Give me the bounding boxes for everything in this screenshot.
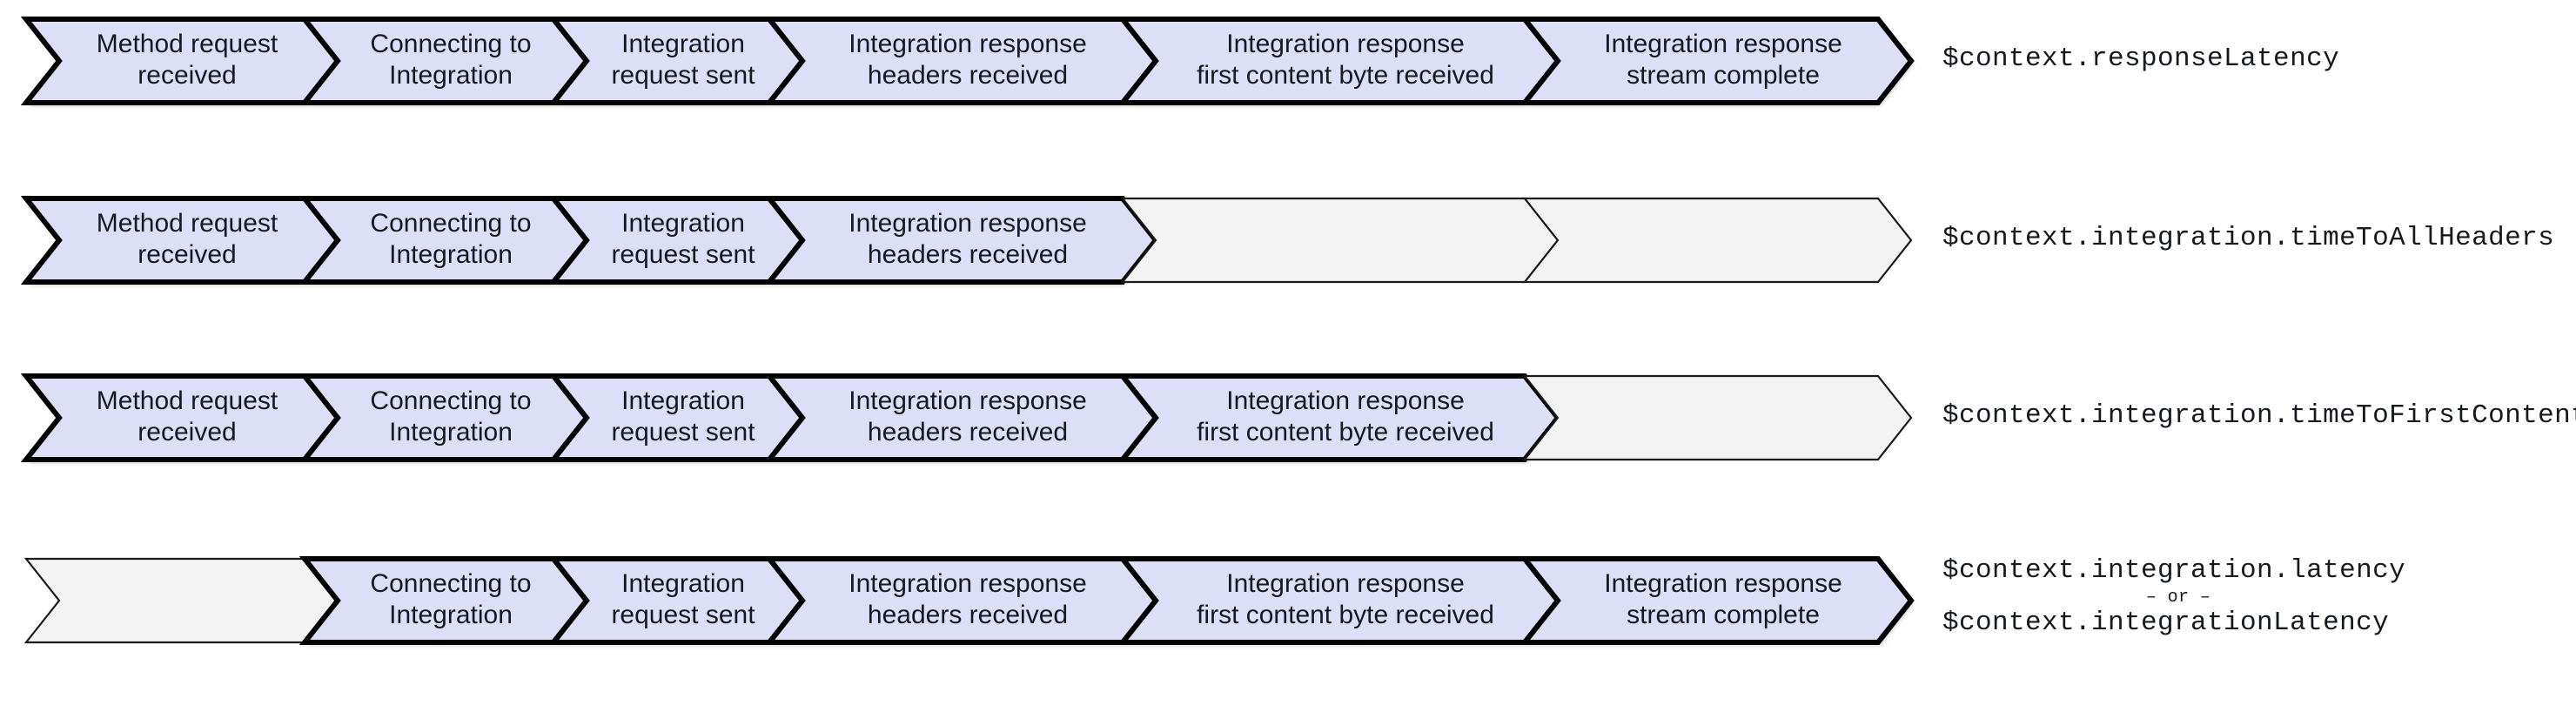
context-variable-label: $context.integration.timeToAllHeaders (1942, 223, 2555, 253)
chevron-segment-label: headers received (868, 240, 1068, 269)
chevron-segment-label: Integration response (849, 569, 1087, 598)
chevron-track: Method request received Connecting to Integ… (20, 17, 1915, 105)
chevron-segment-label: request sent (611, 418, 755, 447)
chevron-segment-label: Integration response (1604, 30, 1842, 58)
chevron-segment-label: Integration (621, 209, 745, 238)
chevron-segment-label: Connecting to (370, 386, 531, 415)
chevron-segment-label: Integration response (849, 209, 1087, 238)
chevron-segment-label: Integration response (849, 386, 1087, 415)
chevron-segment-label: received (138, 418, 236, 447)
chevron-segment-label: Integration (621, 386, 745, 415)
chevron-segment-label: headers received (868, 61, 1068, 90)
context-variable-label: $context.integration.timeToFirstContent (1942, 400, 2576, 431)
latency-row: Method request received Connecting to Integ… (0, 17, 2576, 105)
chevron-segment-label: Integration response (1226, 30, 1465, 58)
chevron-segment-label: headers received (868, 601, 1068, 629)
chevron-segment-label: Method request (97, 209, 278, 238)
chevron-segment-label: first content byte received (1197, 601, 1494, 629)
context-variable-label: $context.responseLatency (1942, 44, 2340, 74)
chevron-segment-label: Method request (97, 30, 278, 58)
chevron-segment-label: stream complete (1627, 601, 1820, 629)
chevron-segment-label: Integration response (1604, 569, 1842, 598)
context-variable-name: $context.integration.latency (1942, 555, 2406, 586)
context-label-or-separator: – or – (2145, 587, 2211, 608)
chevron-segment-label: Integration (621, 30, 745, 58)
chevron-segment-label: request sent (611, 601, 755, 629)
chevron-track: Connecting toIntegrationIntegrationreque… (23, 556, 1915, 645)
chevron-segment-label: request sent (611, 240, 755, 269)
chevron-segment-label: Integration response (1226, 569, 1465, 598)
chevron-segment-label: received (138, 240, 236, 269)
chevron-segment-label: Integration (389, 601, 513, 629)
chevron-segment-label: first content byte received (1197, 418, 1494, 447)
chevron-segment-label: request sent (611, 61, 755, 90)
chevron-segment-inactive (23, 557, 339, 644)
chevron-segment-active (1519, 556, 1915, 645)
chevron-segment-label: Method request (97, 386, 278, 415)
chevron-segment-label: headers received (868, 418, 1068, 447)
context-variable-label: $context.integration.latency– or –$conte… (1942, 555, 2405, 640)
chevron-segment-label: Integration (389, 240, 513, 269)
chevron-segment-label: Integration (389, 418, 513, 447)
chevron-segment-label: Integration (389, 61, 513, 90)
chevron-segment-active (1519, 17, 1915, 105)
chevron-track: Method request received Connecting to Integ… (20, 373, 1913, 462)
chevron-segment-label: Integration response (849, 30, 1087, 58)
chevron-segment-inactive (1522, 197, 1913, 284)
chevron-segment-label: Integration (621, 569, 745, 598)
chevron-segment-label: Connecting to (370, 30, 531, 58)
chevron-segment-label: Connecting to (370, 209, 531, 238)
context-variable-name: $context.integrationLatency (1942, 608, 2390, 639)
chevron-segment-label: Integration response (1226, 386, 1465, 415)
chevron-segment-inactive (1522, 374, 1913, 461)
chevron-segment-label: received (138, 61, 236, 90)
chevron-segment-inactive (1120, 197, 1560, 284)
chevron-segment-label: Connecting to (370, 569, 531, 598)
chevron-segment-label: first content byte received (1197, 61, 1494, 90)
chevron-segment-label: stream complete (1627, 61, 1820, 90)
latency-row: Method request received Connecting to Integ… (0, 373, 2576, 462)
